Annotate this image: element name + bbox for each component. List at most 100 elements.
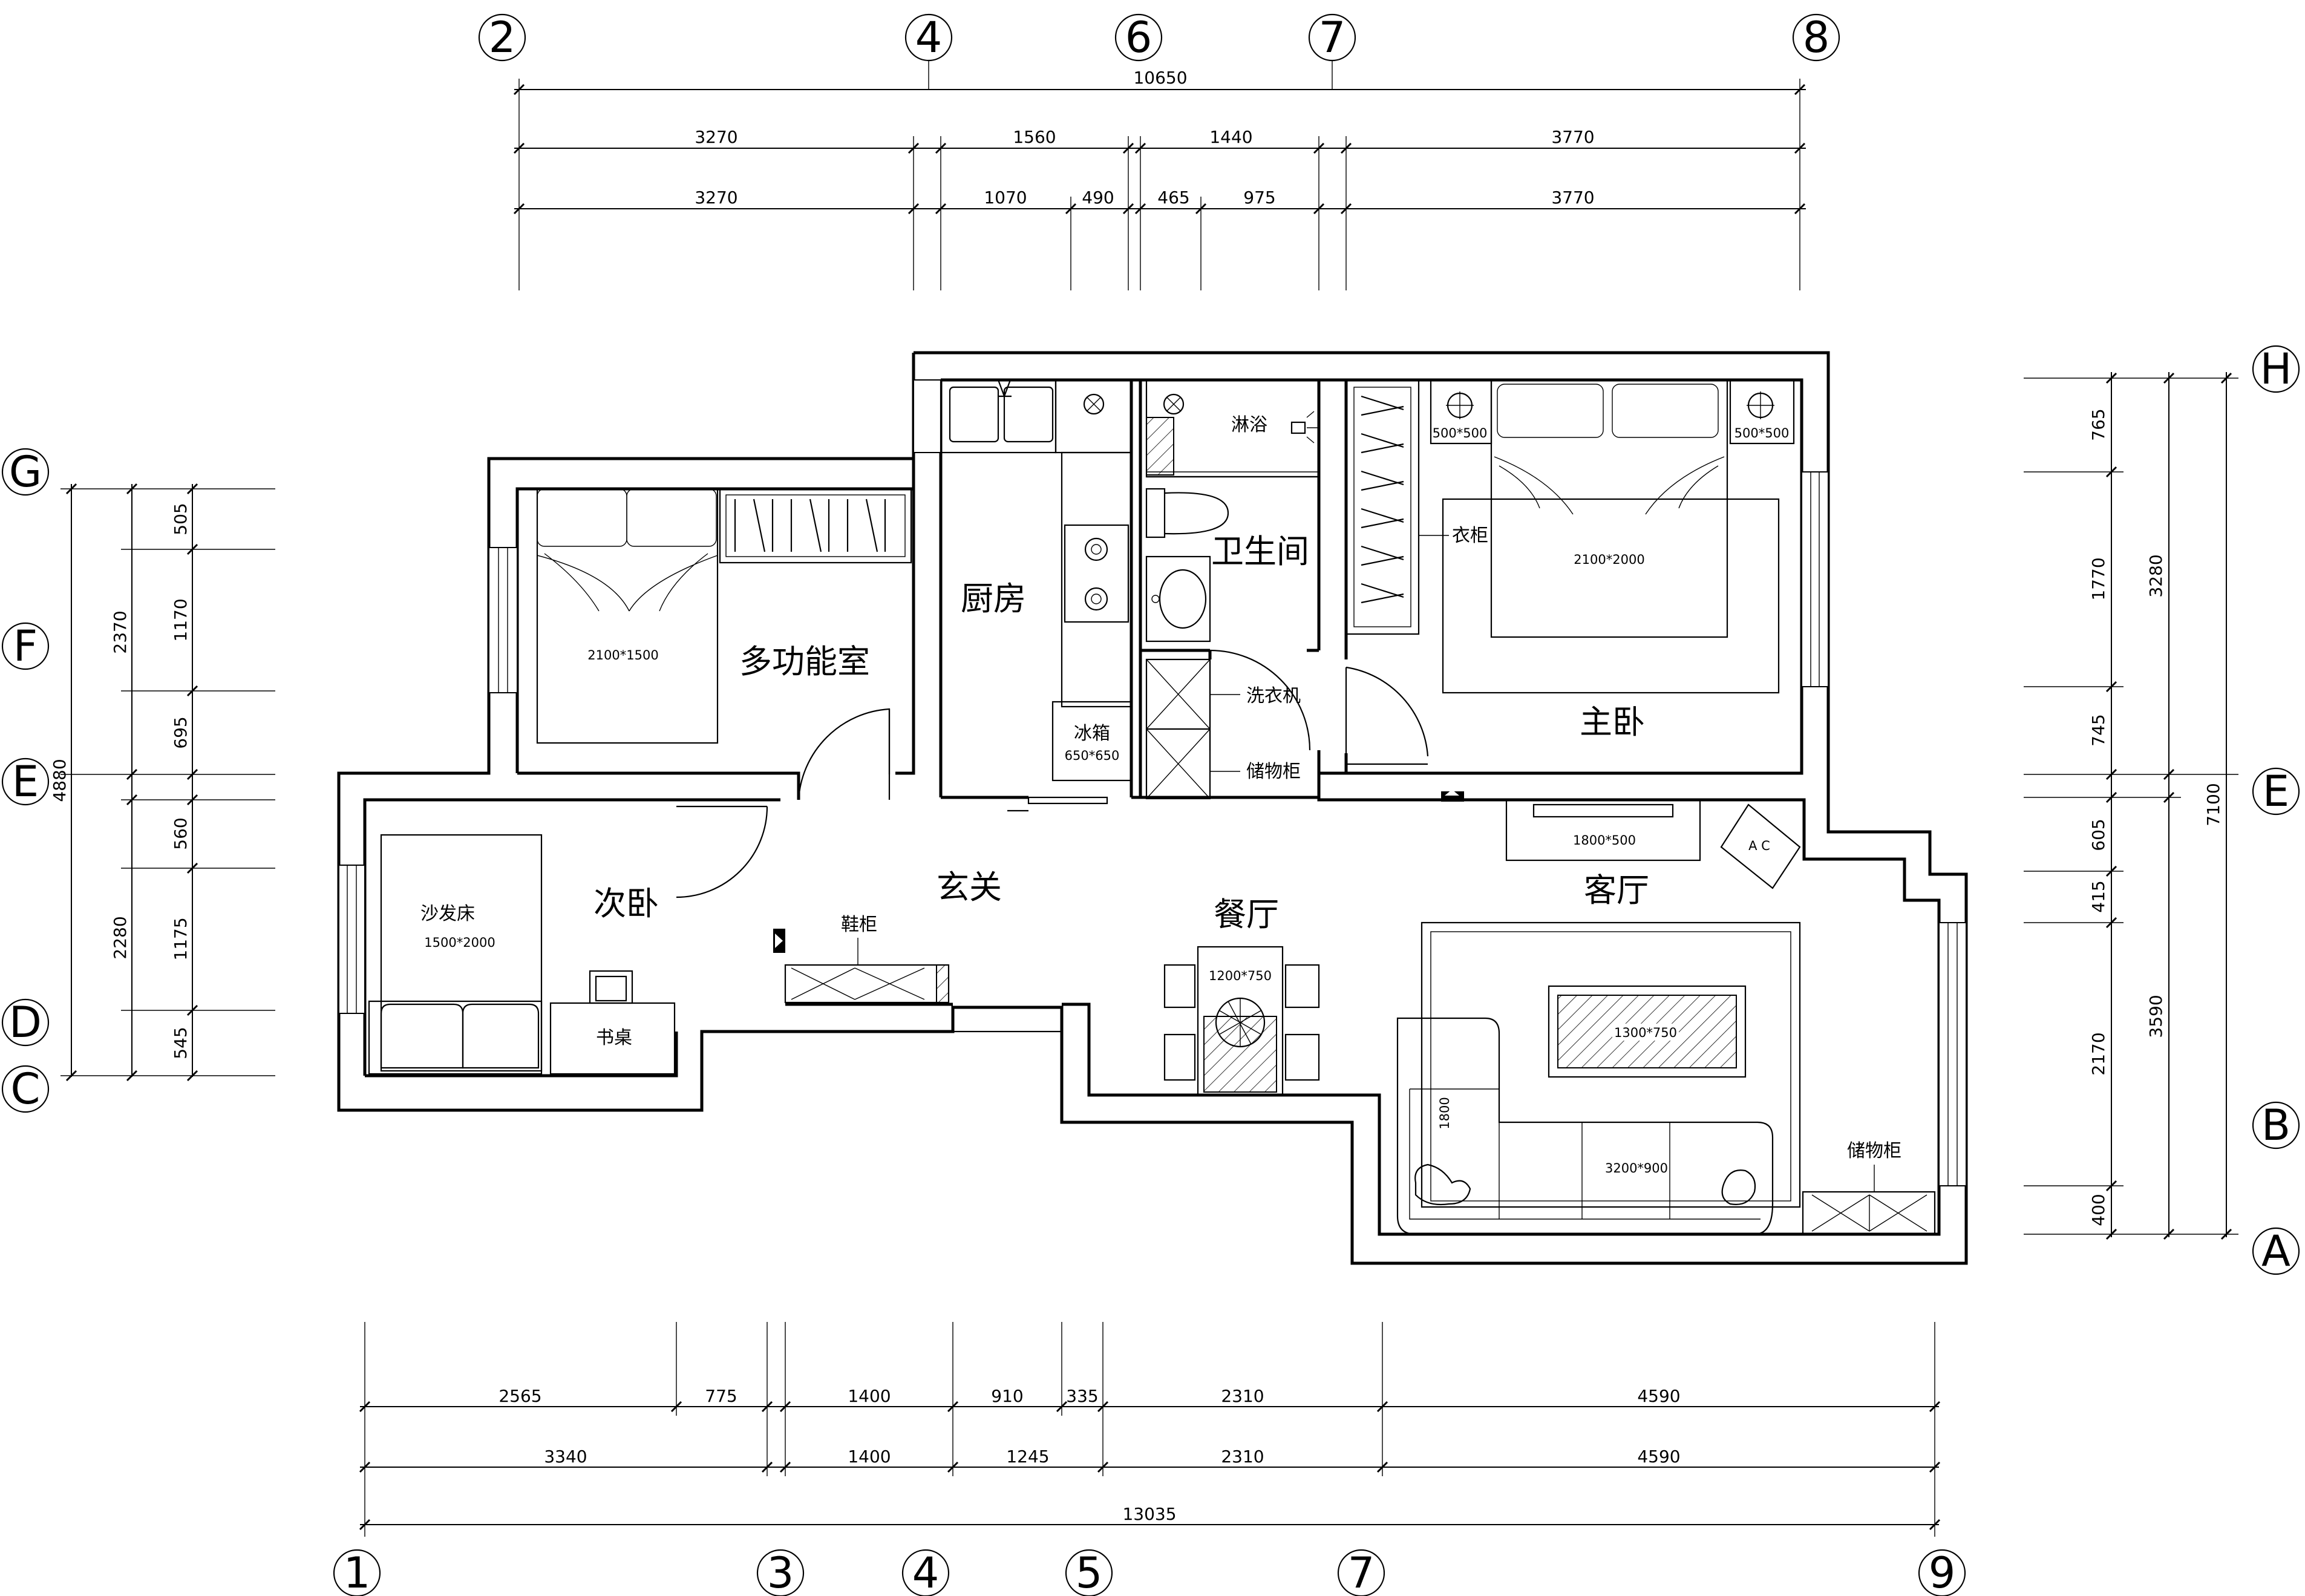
dimension-labels: 10650 3270 1560 1440 3770 3270 1070 490 … — [50, 68, 2223, 1524]
wardrobe-multi-room — [719, 488, 912, 564]
svg-text:F: F — [13, 621, 38, 671]
shower-head-icon — [1290, 411, 1318, 443]
dim-bot-total: 13035 — [1122, 1504, 1176, 1524]
svg-text:6: 6 — [1125, 13, 1152, 62]
dimension-tick — [1122, 142, 1134, 154]
dimension-tick — [2105, 917, 2117, 929]
dim-top-r2-4: 465 — [1157, 188, 1189, 208]
dimension-tick — [513, 83, 525, 96]
dim-bot-r2-2: 1400 — [848, 1447, 891, 1467]
svg-text:3: 3 — [767, 1548, 794, 1596]
dimension-tick — [761, 1401, 773, 1413]
shoe-cabinet-label: 鞋柜 — [841, 914, 877, 935]
hanger — [1361, 555, 1404, 566]
axis-bottom-5: 5 — [1065, 1548, 1113, 1596]
dim-right-r2-2: 3590 — [2146, 995, 2166, 1038]
svg-text:1200*750: 1200*750 — [1209, 969, 1272, 983]
dimension-tick — [2105, 1180, 2117, 1192]
svg-text:1800: 1800 — [1437, 1097, 1452, 1129]
dim-bot-r2-4: 2310 — [1221, 1447, 1264, 1467]
dim-bot-3: 1400 — [848, 1386, 891, 1406]
svg-text:7: 7 — [1348, 1548, 1375, 1596]
dimension-tick — [1929, 1461, 1941, 1473]
dim-right-6: 2170 — [2088, 1032, 2108, 1075]
dim-bot-4: 910 — [991, 1386, 1023, 1406]
dim-left-1: 2370 — [110, 610, 130, 653]
hanger — [1361, 593, 1404, 604]
dimension-tick — [126, 768, 138, 780]
room-labels: 多功能室 厨房 卫生间 主卧 次卧 玄关 餐厅 客厅 — [593, 532, 1649, 934]
axis-top-4: 4 — [904, 13, 953, 62]
bed-multi-room: 2100*1500 — [536, 488, 719, 744]
axis-bubbles: 2 4 6 7 8 1 3 4 5 7 9 G F E D C H E B A — [1, 13, 2300, 1596]
dim-left-2: 2280 — [110, 916, 130, 959]
svg-text:E: E — [2263, 767, 2289, 816]
basin-icon — [1145, 555, 1211, 643]
svg-text:2100*2000: 2100*2000 — [1574, 552, 1644, 567]
master-wardrobe: 衣柜 — [1345, 379, 1488, 635]
ac-unit: A C — [1720, 803, 1801, 889]
svg-text:5: 5 — [1076, 1548, 1103, 1596]
dimension-tick — [761, 1461, 773, 1473]
shower-label: 淋浴 — [1231, 414, 1267, 436]
dim-right-3: 745 — [2088, 714, 2108, 746]
dimension-tick — [186, 483, 198, 495]
room-master-bedroom: 主卧 — [1580, 703, 1645, 741]
room-living: 客厅 — [1584, 871, 1649, 909]
dimension-tick — [513, 203, 525, 215]
dimension-tick — [126, 483, 138, 495]
washer-storage: 洗衣机 储物柜 — [1145, 658, 1301, 800]
dimension-tick — [907, 142, 920, 154]
fridge-label: 冰箱 — [1074, 723, 1110, 744]
room-bathroom: 卫生间 — [1211, 532, 1309, 571]
hanger — [1361, 480, 1404, 491]
dim-left-r2-5: 1175 — [171, 917, 191, 960]
dimension-lines — [60, 61, 2238, 1537]
svg-text:H: H — [2260, 344, 2292, 394]
dimension-tick — [2105, 1228, 2117, 1240]
dimension-tick — [2105, 681, 2117, 693]
dimension-tick — [1340, 203, 1352, 215]
dim-top-r2-6: 3770 — [1551, 188, 1594, 208]
dining-table: 1200*750 — [1163, 946, 1320, 1096]
axis-top-6: 6 — [1114, 13, 1163, 62]
dimension-tick — [513, 142, 525, 154]
dimension-tick — [186, 768, 198, 780]
axis-bottom-1: 1 — [333, 1548, 381, 1596]
dim-top-1: 3270 — [695, 127, 737, 147]
room-multifunction: 多功能室 — [739, 643, 870, 681]
dimension-tick — [670, 1401, 682, 1413]
bed-master: 2100*2000 500*500 500*500 — [1430, 379, 1795, 694]
room-kitchen: 厨房 — [961, 580, 1026, 618]
dim-left-r2-4: 560 — [171, 817, 191, 849]
dimension-tick — [1929, 1519, 1941, 1531]
living-storage-cabinet: 储物柜 — [1802, 1140, 1936, 1235]
dimension-tick — [1097, 1401, 1109, 1413]
axis-left-G: G — [1, 447, 50, 497]
dimension-tick — [2163, 768, 2175, 780]
axis-top-2: 2 — [478, 13, 526, 62]
hanger — [1361, 443, 1404, 454]
dim-bot-r2-3: 1245 — [1006, 1447, 1049, 1467]
svg-text:E: E — [12, 757, 39, 806]
dim-left-r2-6: 545 — [171, 1027, 191, 1059]
hanger — [1361, 518, 1404, 529]
dim-bot-5: 335 — [1066, 1386, 1098, 1406]
dimension-tick — [65, 483, 77, 495]
dimension-tick — [2105, 865, 2117, 877]
dimension-tick — [1376, 1401, 1388, 1413]
dimension-tick — [186, 1004, 198, 1016]
dimension-tick — [359, 1461, 371, 1473]
dim-right-4: 605 — [2088, 819, 2108, 851]
svg-text:500*500: 500*500 — [1734, 426, 1790, 440]
dimension-tick — [947, 1461, 959, 1473]
axis-top-7: 7 — [1308, 13, 1356, 62]
dimension-tick — [907, 203, 920, 215]
svg-text:4: 4 — [912, 1548, 940, 1596]
dimension-tick — [779, 1461, 791, 1473]
dimension-tick — [126, 1070, 138, 1082]
dim-top-3: 1440 — [1209, 127, 1252, 147]
svg-text:G: G — [9, 447, 42, 497]
shoe-cabinet: 鞋柜 — [773, 914, 950, 1004]
dimension-tick — [947, 1401, 959, 1413]
